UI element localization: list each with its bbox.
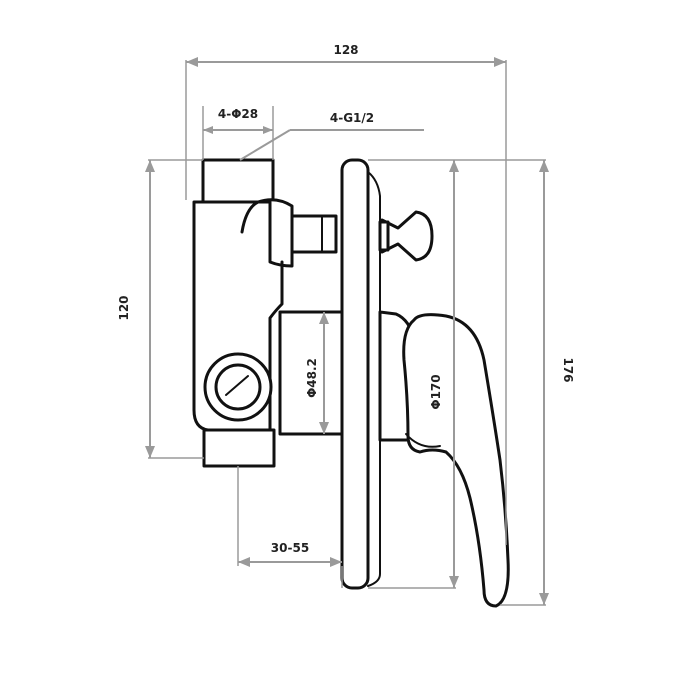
label-overall-depth: 128 [333,43,358,57]
cartridge-cylinder [278,310,344,436]
diverter-stem [290,214,338,254]
top-outlet [201,158,275,204]
label-body-height: 120 [117,295,131,320]
bottom-outlet [202,428,276,468]
label-plate-diameter: Φ170 [429,374,443,409]
diverter-knob [380,210,434,262]
label-plate-height: 176 [561,357,575,382]
label-pipe-diameter: 4-Φ28 [218,107,258,121]
label-thread: 4-G1/2 [330,111,374,125]
valve-body [192,198,294,452]
label-wall-depth: 30-55 [271,541,309,555]
diverter-knob-base [378,220,390,252]
lever-handle [402,313,510,608]
dimension-lines [145,57,549,606]
dimension-labels: 128 4-Φ28 4-G1/2 120 176 Φ170 Φ48.2 30-5… [117,43,575,555]
side-inlet-slot [225,375,249,396]
side-inlet-inner [214,363,262,411]
label-cylinder-diameter: Φ48.2 [305,358,319,398]
cover-plate [340,158,370,590]
valve-outline [192,158,510,608]
